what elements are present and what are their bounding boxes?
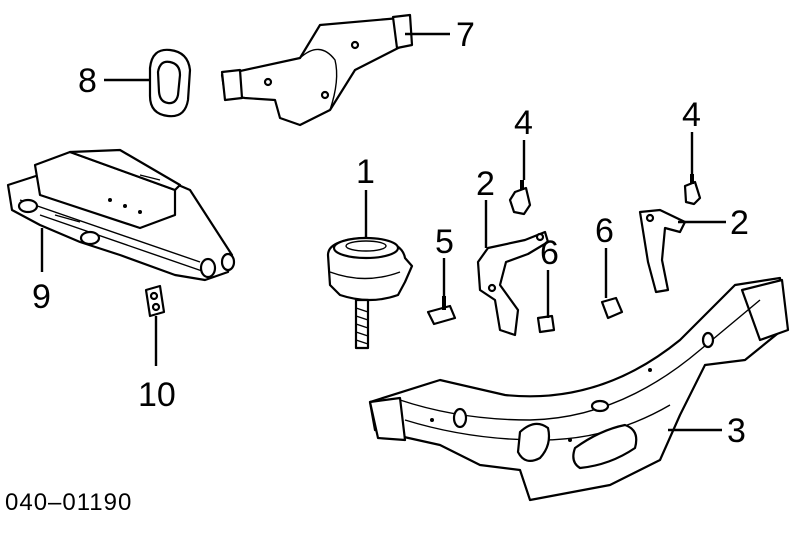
part-10-clip (144, 284, 166, 318)
callout-labels: 1 2 2 3 4 4 5 6 6 7 8 9 10 (32, 16, 749, 450)
callout-4-left: 4 (514, 104, 533, 142)
part-6-right-nut (600, 296, 624, 320)
part-1-engine-mount (326, 236, 414, 350)
callout-9: 9 (32, 278, 51, 316)
callout-5: 5 (435, 223, 454, 261)
leader-lines (40, 32, 726, 432)
part-2-left-bracket (476, 230, 550, 337)
part-2-right-bracket (638, 208, 687, 294)
part-4-right-sensor (683, 174, 702, 206)
callout-10: 10 (138, 376, 176, 414)
callout-1: 1 (356, 153, 375, 191)
callout-4-right: 4 (682, 96, 701, 134)
part-4-left-sensor (508, 180, 532, 216)
part-9-subframe-bracket (6, 148, 236, 282)
part-7-upper-bracket (220, 13, 414, 127)
callout-8: 8 (78, 62, 97, 100)
callout-2-right: 2 (730, 204, 749, 242)
callout-2-left: 2 (476, 165, 495, 203)
diagram-reference-code: 040–01190 (5, 489, 132, 516)
part-8-grommet (148, 48, 192, 118)
part-3-rear-subframe (368, 276, 790, 502)
callout-6-right: 6 (595, 212, 614, 250)
callout-6-left: 6 (540, 234, 559, 272)
callout-3: 3 (727, 412, 746, 450)
callout-7: 7 (456, 16, 475, 54)
part-5-bolt (426, 296, 457, 326)
part-6-left-nut (536, 314, 556, 334)
